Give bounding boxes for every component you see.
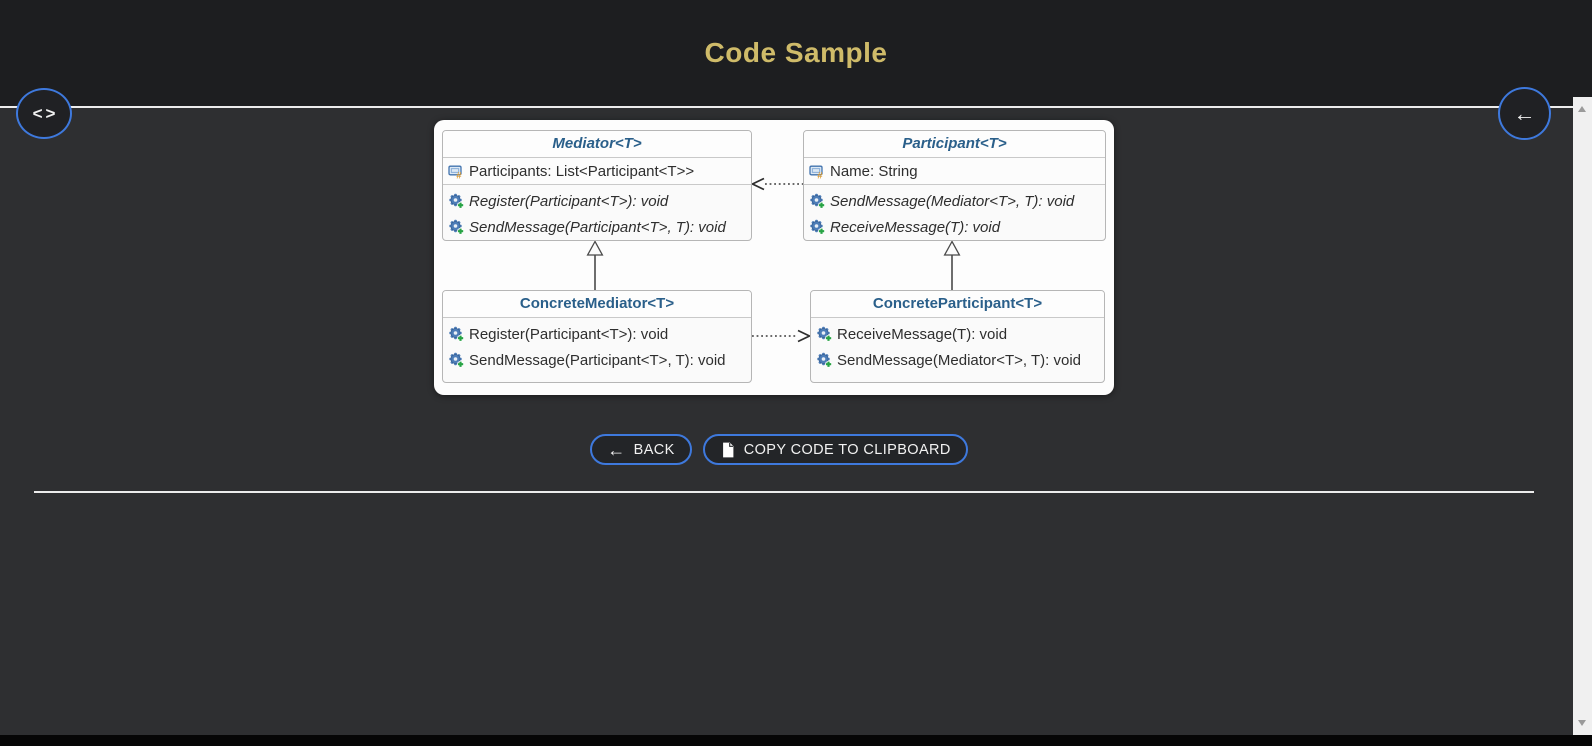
left-arrow-icon: ← xyxy=(1513,100,1536,126)
method-label: ReceiveMessage(T): void xyxy=(837,325,1008,343)
back-button[interactable]: ← BACK xyxy=(590,434,692,465)
method-label: SendMessage(Mediator<T>, T): void xyxy=(837,351,1082,369)
property-label: Name: String xyxy=(830,162,918,180)
uml-diagram-panel: Mediator<T> Participants: List<Participa… xyxy=(434,120,1114,395)
method-label: ReceiveMessage(T): void xyxy=(830,218,1001,236)
vertical-scrollbar[interactable] xyxy=(1573,97,1592,735)
gear-plus-icon xyxy=(809,193,825,209)
class-methods-section: Register(Participant<T>): void SendMessa… xyxy=(443,318,751,373)
dependency-arrowhead-left xyxy=(750,177,765,191)
gear-plus-icon xyxy=(816,352,832,368)
method-label: Register(Participant<T>): void xyxy=(469,192,669,210)
method-label: SendMessage(Participant<T>, T): void xyxy=(469,351,726,369)
class-box-concrete-mediator: ConcreteMediator<T> Register(Participant… xyxy=(442,290,752,383)
method-label: SendMessage(Participant<T>, T): void xyxy=(469,218,726,236)
class-title: ConcreteParticipant<T> xyxy=(811,291,1104,318)
class-methods-section: SendMessage(Mediator<T>, T): void Receiv… xyxy=(804,185,1105,240)
class-title: Mediator<T> xyxy=(443,131,751,158)
class-method-row: Register(Participant<T>): void xyxy=(443,188,751,214)
class-property-row: Name: String xyxy=(804,158,1105,185)
gear-plus-icon xyxy=(816,326,832,342)
class-method-row: Register(Participant<T>): void xyxy=(443,321,751,347)
section-divider xyxy=(34,491,1534,493)
page-title: Code Sample xyxy=(704,37,888,68)
left-arrow-icon: ← xyxy=(607,439,626,460)
gear-plus-icon xyxy=(448,193,464,209)
class-title: ConcreteMediator<T> xyxy=(443,291,751,318)
code-view-toggle-button[interactable]: <> xyxy=(16,88,72,139)
class-method-row: ReceiveMessage(T): void xyxy=(811,321,1104,347)
class-method-row: SendMessage(Participant<T>, T): void xyxy=(443,347,751,373)
gear-plus-icon xyxy=(809,219,825,235)
dependency-arrowhead-right xyxy=(797,329,812,343)
method-label: SendMessage(Mediator<T>, T): void xyxy=(830,192,1075,210)
copy-code-button-label: COPY CODE TO CLIPBOARD xyxy=(743,441,951,458)
class-method-row: SendMessage(Mediator<T>, T): void xyxy=(804,188,1105,214)
copy-code-button[interactable]: COPY CODE TO CLIPBOARD xyxy=(702,434,968,465)
property-label: Participants: List<Participant<T>> xyxy=(469,162,695,180)
back-button-label: BACK xyxy=(633,441,675,458)
class-method-row: SendMessage(Mediator<T>, T): void xyxy=(811,347,1104,373)
field-hash-icon xyxy=(448,165,463,179)
inheritance-triangle-mediator xyxy=(586,240,604,256)
gear-plus-icon xyxy=(448,219,464,235)
class-box-mediator: Mediator<T> Participants: List<Participa… xyxy=(442,130,752,241)
field-hash-icon xyxy=(809,165,824,179)
edge-back-button[interactable]: ← xyxy=(1498,87,1551,140)
gear-plus-icon xyxy=(448,326,464,342)
class-box-concrete-participant: ConcreteParticipant<T> ReceiveMessage(T)… xyxy=(810,290,1105,383)
bottom-edge-strip xyxy=(0,735,1592,746)
gear-plus-icon xyxy=(448,352,464,368)
scrollbar-up-arrow-icon[interactable] xyxy=(1578,106,1586,112)
class-methods-section: Register(Participant<T>): void SendMessa… xyxy=(443,185,751,240)
class-title: Participant<T> xyxy=(804,131,1105,158)
header: Code Sample xyxy=(0,0,1592,108)
scrollbar-down-arrow-icon[interactable] xyxy=(1578,720,1586,726)
code-brackets-icon: <> xyxy=(32,103,59,123)
class-method-row: SendMessage(Participant<T>, T): void xyxy=(443,214,751,240)
class-box-participant: Participant<T> Name: String SendMessage(… xyxy=(803,130,1106,241)
method-label: Register(Participant<T>): void xyxy=(469,325,669,343)
document-copy-icon xyxy=(722,441,734,458)
class-method-row: ReceiveMessage(T): void xyxy=(804,214,1105,240)
inheritance-triangle-participant xyxy=(943,240,961,256)
class-property-row: Participants: List<Participant<T>> xyxy=(443,158,751,185)
class-methods-section: ReceiveMessage(T): void SendMessage(Medi… xyxy=(811,318,1104,373)
action-button-row: ← BACK COPY CODE TO CLIPBOARD xyxy=(0,434,1558,465)
